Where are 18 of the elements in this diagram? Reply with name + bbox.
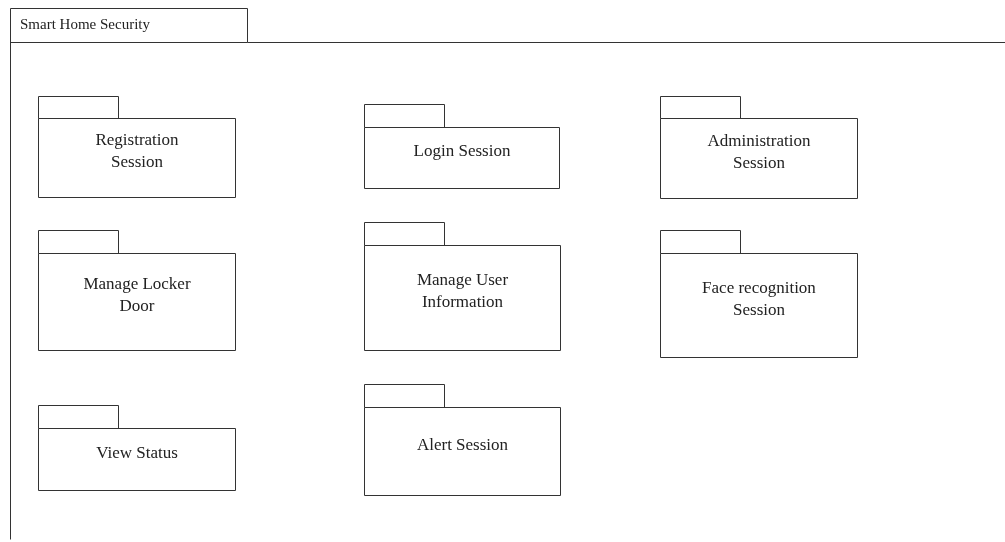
- package-label: Administration Session: [706, 129, 812, 174]
- package-box: [364, 104, 560, 189]
- package-box: [660, 230, 858, 358]
- package-label: Login Session: [413, 140, 511, 162]
- package-title: Smart Home Security: [20, 16, 150, 33]
- package-label: Manage Locker Door: [82, 273, 192, 317]
- package-box: [38, 96, 236, 198]
- package-box: [38, 405, 236, 491]
- package-box: [38, 230, 236, 351]
- package-label: Manage User Information: [415, 269, 510, 313]
- package-label: Face recognition Session: [701, 276, 817, 321]
- package-frame: [10, 8, 1005, 540]
- package-box: [364, 222, 561, 351]
- package-box: [660, 96, 858, 199]
- package-label: Alert Session: [416, 433, 509, 456]
- package-label: View Status: [96, 441, 178, 464]
- package-box: [364, 384, 561, 496]
- package-label: Registration Session: [94, 129, 180, 173]
